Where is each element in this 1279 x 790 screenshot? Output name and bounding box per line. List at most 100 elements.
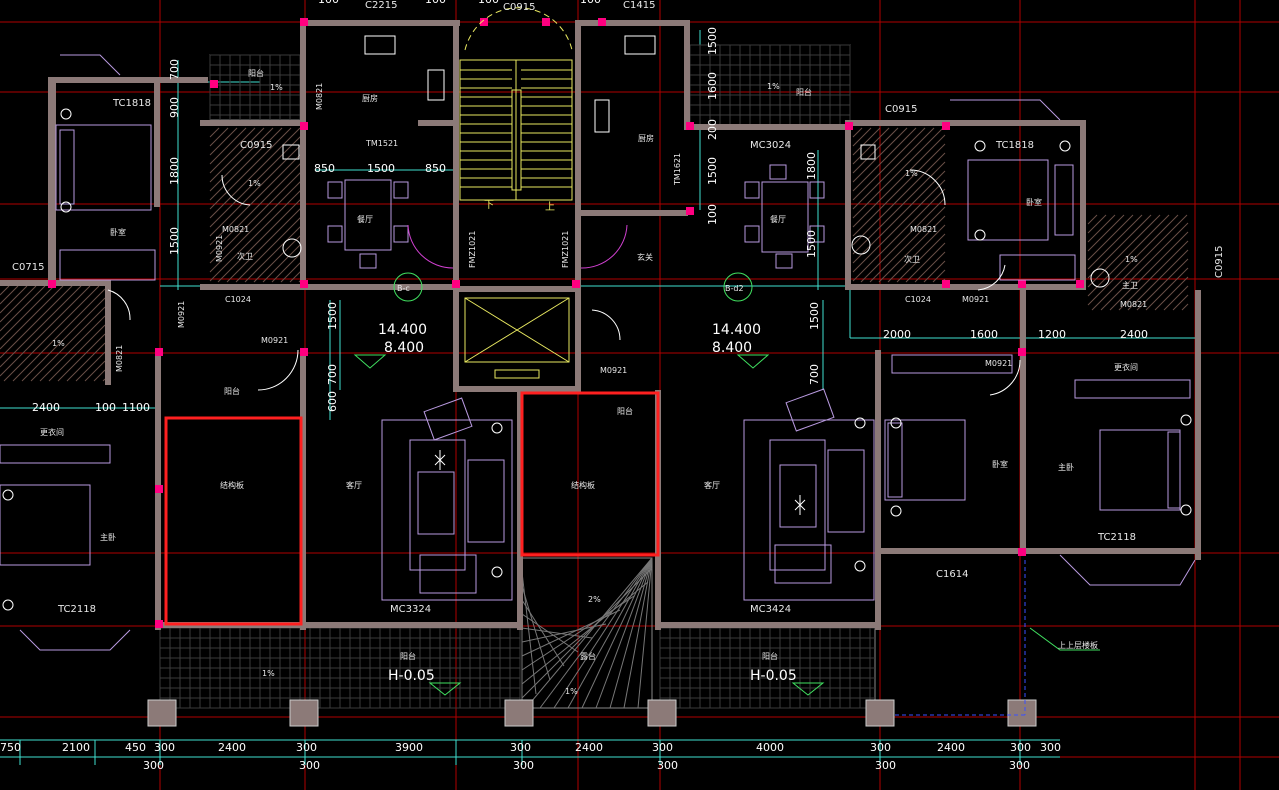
bath-hatch-line (0, 285, 64, 350)
terrace-hatch-line (521, 599, 565, 667)
dim-right-row-3: 1200 (1038, 328, 1066, 341)
dim-bottom-11: 4000 (756, 741, 784, 754)
bath-hatch-line (21, 297, 106, 382)
dim-bottom-7: 3900 (395, 741, 423, 754)
bath-hatch-line (852, 134, 946, 228)
door-m0921-b: M0921 (177, 301, 186, 328)
bath-hatch-line (852, 170, 946, 264)
dim-bottom-15: 300 (1040, 741, 1061, 754)
bath-hatch-line (209, 127, 274, 192)
dim-left-row-3: 1100 (122, 401, 150, 414)
window-c0915-left: C0915 (240, 140, 272, 151)
door-fm-right: FMZ1021 (561, 231, 570, 268)
dim-bottom-12: 300 (870, 741, 891, 754)
bath-hatch-line (932, 269, 946, 283)
bath-hatch-line (1091, 214, 1188, 311)
room-living-right: 客厅 (704, 480, 720, 490)
window-c1614: C1614 (936, 569, 968, 580)
dim-top-1: 100 (318, 0, 339, 6)
bath-hatch-line (39, 315, 106, 382)
bath-hatch-line (852, 179, 946, 273)
dim-right-mid-v-1: 1500 (808, 302, 821, 330)
structural-slabs (164, 391, 660, 626)
bath-hatch-line (209, 134, 303, 228)
bath-hatch-line (1087, 214, 1152, 279)
bath-hatch-line (235, 215, 303, 283)
room-living-left: 客厅 (346, 480, 362, 490)
bath-hatch-line (1181, 303, 1189, 311)
room-struct-left: 结构板 (220, 480, 244, 490)
door-swings (107, 169, 1021, 396)
elevator (464, 297, 570, 379)
dim-left-mid-v-1: 1500 (326, 302, 339, 330)
dim-bottom-1: 750 (0, 741, 21, 754)
dim-bottom-4: 300 (154, 741, 175, 754)
dim-bottom-8: 300 (510, 741, 531, 754)
axis-tag-right: B-d2 (725, 284, 744, 293)
bath-hatch-line (1087, 214, 1170, 297)
dim-tr-v-2: 1600 (706, 72, 719, 100)
dim-kitchen-3: 850 (425, 162, 446, 175)
stair-up: 上 (545, 201, 555, 213)
bath-hatch-line (0, 285, 28, 314)
window-c0915-far-right: C0915 (1214, 246, 1225, 278)
dim-bottom2-4: 300 (657, 759, 678, 772)
terrace-hatch-line (637, 557, 653, 709)
window-c1024-left: C1024 (225, 295, 251, 304)
door-mc3324: MC3324 (390, 604, 431, 615)
window-c1415: C1415 (623, 0, 655, 11)
bath-hatch-line (209, 127, 238, 156)
dim-right-v-3: 100 (706, 204, 719, 225)
bath-hatch-line (30, 306, 106, 382)
room-closet-left: 更衣间 (40, 427, 64, 437)
elevation-balcony-right: H-0.05 (750, 668, 797, 684)
dim-tl-v-1: 700 (168, 59, 181, 80)
window-tc1818-right: TC1818 (995, 140, 1034, 151)
bath-hatch-line (0, 285, 73, 359)
room-bath-right: 次卫 (904, 254, 920, 264)
door-m0821-e: M0821 (1120, 300, 1147, 309)
room-balcony-center: 阳台 (617, 406, 633, 416)
dim-bottom-9: 2400 (575, 741, 603, 754)
bath-hatch-line (1145, 267, 1189, 311)
bath-hatch-line (869, 206, 946, 283)
dim-right-row-1: 2000 (883, 328, 911, 341)
room-balcony-bottom-left: 阳台 (400, 651, 416, 661)
bath-hatch-line (209, 127, 247, 165)
slope-5: 1% (1125, 255, 1138, 264)
bath-hatch-line (852, 127, 890, 165)
window-c1024-right: C1024 (905, 295, 931, 304)
bath-hatch-line (852, 127, 863, 138)
terrace-hatch-line (521, 571, 537, 695)
door-tm1521: TM1521 (365, 139, 398, 148)
bath-hatch-line (226, 206, 303, 283)
stair-treads (460, 69, 572, 188)
dim-kitchen-2: 1500 (367, 162, 395, 175)
dim-bottom-10: 300 (652, 741, 673, 754)
hatch-grids (159, 44, 875, 709)
bath-hatch-line (209, 143, 303, 237)
elevation-right-upper: 14.400 (712, 322, 761, 338)
furniture (0, 54, 1196, 651)
terrace-lines (521, 557, 653, 709)
dim-left-mid-v-2: 700 (326, 364, 339, 385)
room-bath-far-right: 主卫 (1122, 280, 1138, 290)
bath-hatch-line (209, 152, 303, 246)
room-closet-right: 更衣间 (1114, 362, 1138, 372)
bath-hatch-line (209, 127, 265, 183)
dim-right-mid-v-2: 700 (808, 364, 821, 385)
bath-hatch-line (0, 285, 19, 305)
bath-hatch-line (209, 127, 283, 201)
bath-hatch-line (1087, 214, 1116, 243)
dim-bottom2-5: 300 (875, 759, 896, 772)
dim-bottom-13: 2400 (937, 741, 965, 754)
dim-right-v-1: 1800 (805, 152, 818, 180)
dim-top-4: 100 (580, 0, 601, 6)
bath-hatch-line (852, 152, 946, 246)
room-bedroom-right: 卧室 (1026, 197, 1042, 207)
door-m0821-a: M0821 (315, 83, 324, 110)
slope-9: 1% (565, 687, 578, 696)
bath-hatch-line (923, 260, 946, 283)
dim-kitchen-1: 850 (314, 162, 335, 175)
bath-hatch-line (896, 233, 946, 283)
